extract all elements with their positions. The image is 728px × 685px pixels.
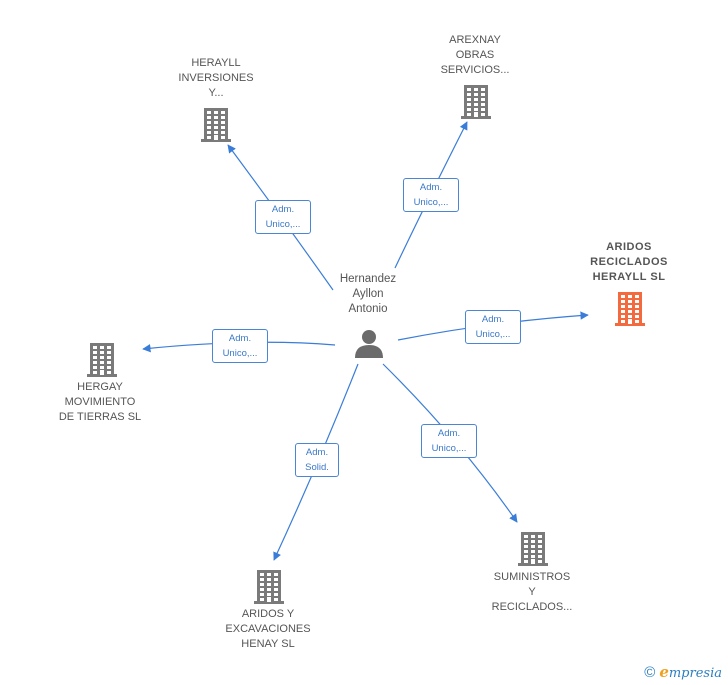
company-label: ARIDOS RECICLADOS HERAYLL SL: [590, 241, 668, 283]
footer-brand: © empresia: [644, 663, 722, 681]
building-icon: [254, 570, 284, 604]
building-icon: [461, 85, 491, 119]
edge-label-aridos-reciclados[interactable]: Adm. Unico,...: [465, 310, 521, 344]
company-label: ARIDOS Y EXCAVACIONES HENAY SL: [225, 608, 311, 650]
company-label: HERAYLL INVERSIONES Y...: [178, 57, 254, 99]
edge-label-hergay[interactable]: Adm. Unico,...: [212, 329, 268, 363]
edge-label-aridos-excavaciones[interactable]: Adm. Solid.: [295, 443, 339, 477]
company-node-herayll-inversiones[interactable]: HERAYLL INVERSIONES Y...: [166, 56, 266, 146]
building-icon: [87, 343, 117, 377]
building-icon: [201, 108, 231, 142]
copyright-symbol: ©: [644, 663, 656, 681]
person-node[interactable]: Hernandez Ayllon Antonio: [318, 272, 418, 362]
company-node-hergay[interactable]: HERGAY MOVIMIENTO DE TIERRAS SL: [50, 341, 150, 431]
company-node-aridos-reciclados[interactable]: ARIDOS RECICLADOS HERAYLL SL: [579, 240, 679, 330]
person-icon: [355, 330, 383, 358]
person-name: Hernandez Ayllon Antonio: [339, 273, 397, 315]
building-icon: [615, 292, 645, 326]
company-node-suministros[interactable]: SUMINISTROS Y RECICLADOS...: [482, 530, 582, 620]
company-node-aridos-excavaciones[interactable]: ARIDOS Y EXCAVACIONES HENAY SL: [218, 568, 318, 658]
edge-label-herayll-inversiones[interactable]: Adm. Unico,...: [255, 200, 311, 234]
edge-label-arexnay[interactable]: Adm. Unico,...: [403, 178, 459, 212]
company-label: HERGAY MOVIMIENTO DE TIERRAS SL: [58, 381, 142, 423]
company-node-arexnay[interactable]: AREXNAY OBRAS SERVICIOS...: [425, 33, 525, 123]
edge-label-suministros[interactable]: Adm. Unico,...: [421, 424, 477, 458]
company-label: SUMINISTROS Y RECICLADOS...: [491, 571, 573, 613]
company-label: AREXNAY OBRAS SERVICIOS...: [440, 34, 510, 76]
brand-logo: empresia: [659, 663, 722, 681]
building-icon: [518, 532, 548, 566]
